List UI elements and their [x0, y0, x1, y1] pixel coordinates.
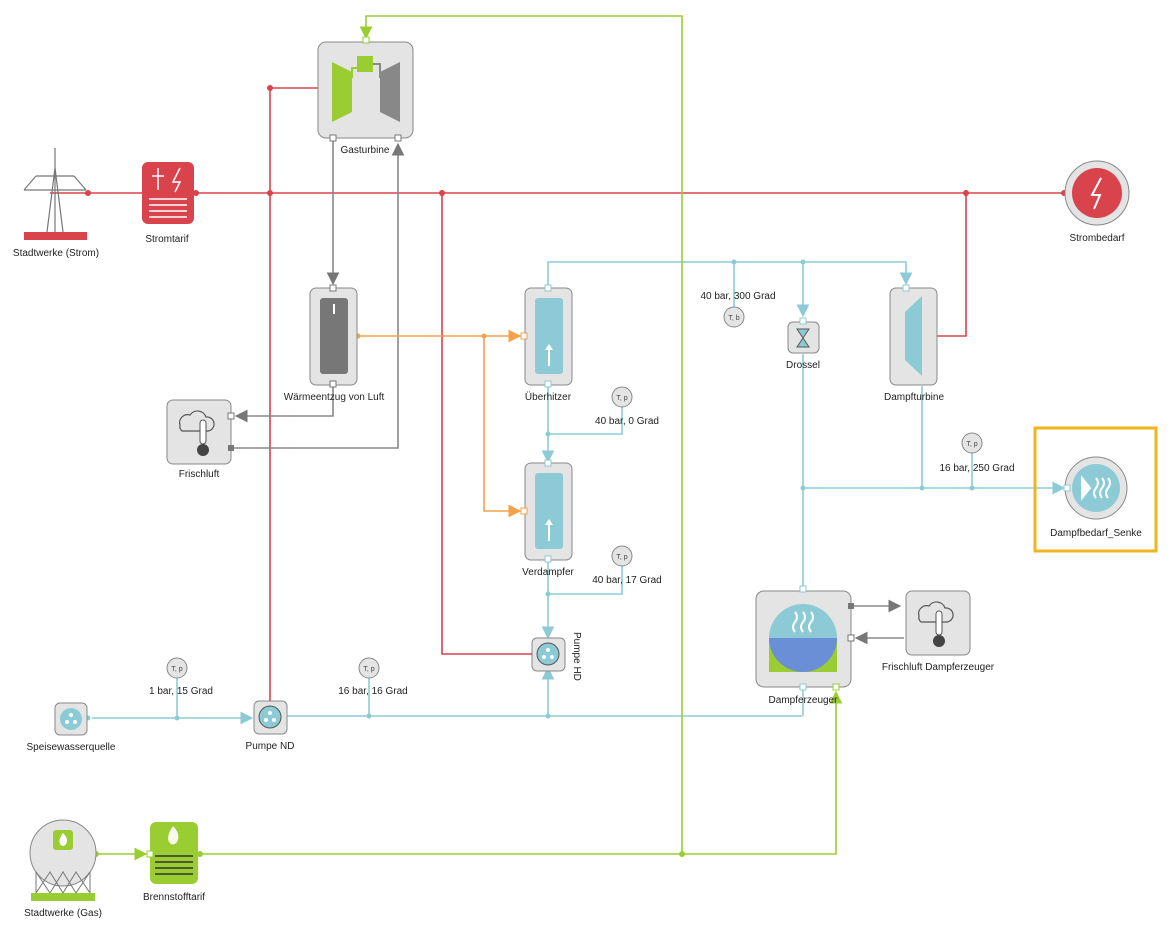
sensor-tb-badge: T, b — [728, 315, 739, 322]
frischluft-dampferzeuger-label: Frischluft Dampferzeuger — [882, 662, 995, 673]
sensor-40bar-300[interactable]: T, b 40 bar, 300 Grad — [700, 291, 776, 328]
drossel-label: Drossel — [786, 360, 820, 371]
water-lines — [92, 261, 1066, 725]
stadtwerke-strom-label: Stadtwerke (Strom) — [13, 248, 99, 259]
stadtwerke-gas-node[interactable]: Stadtwerke (Gas) — [24, 819, 102, 919]
sensor-40bar-17[interactable]: T, p 40 bar, 17 Grad — [592, 545, 662, 586]
stadtwerke-gas-label: Stadtwerke (Gas) — [24, 908, 102, 919]
sensor-tp-badge: T, p — [363, 666, 374, 673]
ueberhitzer-label: Überhitzer — [525, 391, 572, 403]
combustor-icon — [357, 56, 373, 72]
gasturbine-label: Gasturbine — [341, 145, 390, 156]
drossel-node[interactable]: Drossel — [786, 317, 820, 371]
strombedarf-node[interactable]: Strombedarf — [1064, 160, 1130, 244]
sensor-value: 1 bar, 15 Grad — [149, 686, 213, 697]
waermeentzug-label: Wärmeentzug von Luft — [284, 392, 385, 403]
sensor-value: 40 bar, 0 Grad — [595, 416, 659, 427]
steam-icon — [792, 611, 814, 633]
power-pylon-icon — [23, 148, 87, 233]
valve-icon — [796, 328, 810, 348]
pump-icon-2 — [258, 705, 282, 729]
lightning-icon — [1090, 177, 1102, 210]
gasturbine-node[interactable]: Gasturbine — [317, 36, 414, 156]
stadtwerke-gas-base — [31, 893, 95, 901]
sensor-tp-badge: T, p — [966, 441, 977, 448]
water-source-icon — [60, 708, 82, 730]
turbine-icon — [380, 62, 400, 122]
speisewasserquelle-node[interactable]: Speisewasserquelle — [27, 702, 116, 753]
pumpe-nd-label: Pumpe ND — [246, 741, 295, 752]
flame-icon-2 — [168, 826, 179, 845]
stadtwerke-strom-base — [24, 232, 87, 240]
dampferzeuger-node[interactable]: Dampferzeuger — [755, 585, 855, 706]
pump-icon — [536, 642, 560, 666]
dampfturbine-node[interactable]: Dampfturbine — [884, 284, 944, 403]
stadtwerke-strom-node[interactable]: Stadtwerke (Strom) — [13, 148, 99, 259]
steam-sink-icon — [1081, 475, 1111, 501]
weather-thermometer-icon — [179, 410, 215, 456]
sensor-value: 16 bar, 16 Grad — [338, 686, 408, 697]
sensor-40bar-0[interactable]: T, p 40 bar, 0 Grad — [595, 386, 659, 427]
pumpe-hd-node[interactable]: Pumpe HD — [531, 632, 582, 681]
sensor-tp-badge: T, p — [616, 554, 627, 561]
sensor-16bar-250[interactable]: T, p 16 bar, 250 Grad — [939, 432, 1015, 474]
water-dots — [85, 259, 975, 721]
sensor-1bar-15[interactable]: T, p 1 bar, 15 Grad — [149, 657, 213, 697]
flame-icon — [59, 833, 67, 846]
frischluft-node[interactable]: Frischluft — [166, 399, 235, 480]
compressor-icon — [332, 62, 352, 122]
sensor-tp-badge: T, p — [171, 666, 182, 673]
steam-turbine-icon — [905, 296, 922, 376]
sensor-value: 40 bar, 17 Grad — [592, 575, 662, 586]
brennstofftarif-node[interactable]: Brennstofftarif — [143, 822, 205, 903]
dampfbedarf-senke-node[interactable]: Dampfbedarf_Senke — [1033, 426, 1158, 553]
electric-lines — [50, 87, 1068, 706]
waermeentzug-node[interactable]: Wärmeentzug von Luft — [284, 284, 385, 403]
pumpe-nd-node[interactable]: Pumpe ND — [246, 700, 295, 752]
stromtarif-label: Stromtarif — [145, 234, 189, 245]
frischluft-label: Frischluft — [179, 469, 220, 480]
sensor-16bar-16[interactable]: T, p 16 bar, 16 Grad — [338, 657, 408, 697]
ueberhitzer-node[interactable]: Überhitzer — [520, 284, 573, 403]
dampfbedarf-label: Dampfbedarf_Senke — [1050, 528, 1142, 539]
sensor-value: 16 bar, 250 Grad — [939, 463, 1014, 474]
heat-lines — [352, 329, 522, 518]
dampfturbine-label: Dampfturbine — [884, 392, 944, 403]
frischluft-dampferzeuger-node[interactable]: Frischluft Dampferzeuger — [882, 590, 995, 673]
speisewasserquelle-label: Speisewasserquelle — [27, 742, 116, 753]
dampferzeuger-label: Dampferzeuger — [769, 695, 839, 706]
sensor-value: 40 bar, 300 Grad — [700, 291, 775, 302]
strombedarf-label: Strombedarf — [1069, 233, 1124, 244]
tariff-electric-icon — [149, 167, 187, 218]
pumpe-hd-label: Pumpe HD — [571, 632, 582, 681]
brennstofftarif-label: Brennstofftarif — [143, 892, 205, 903]
air-lines — [232, 138, 904, 645]
gas-lines — [96, 15, 843, 861]
verdampfer-label: Verdampfer — [522, 567, 574, 578]
stromtarif-node[interactable]: Stromtarif — [142, 162, 194, 245]
verdampfer-node[interactable]: Verdampfer — [520, 459, 575, 578]
selection-frame — [1033, 426, 1158, 553]
sensor-tp-badge: T, p — [616, 395, 627, 402]
weather-thermometer-icon-2 — [918, 601, 954, 647]
